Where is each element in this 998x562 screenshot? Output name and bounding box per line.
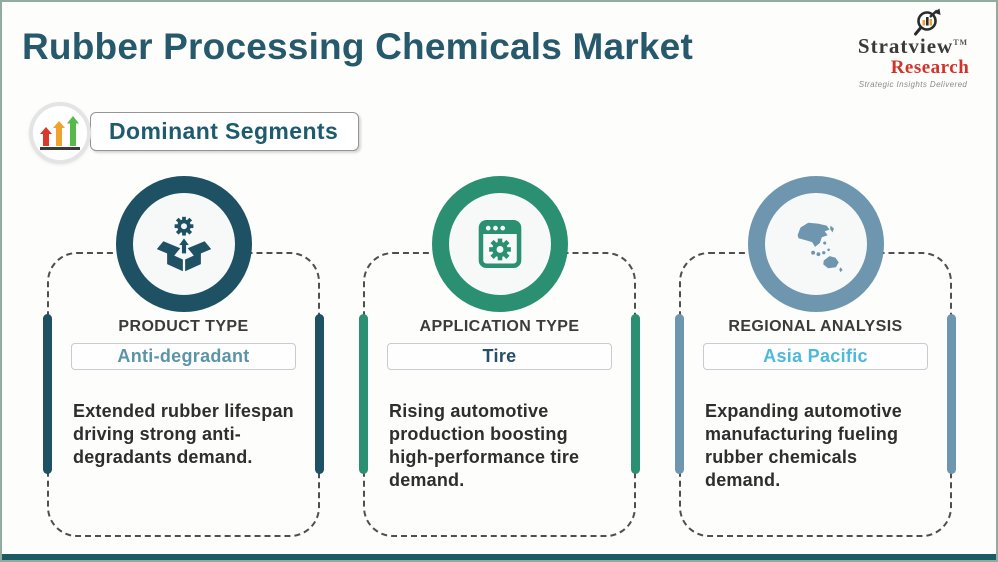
card-accent-bar [675,314,684,474]
browser-gear-icon [478,219,521,269]
card-regional-analysis: REGIONAL ANALYSIS Asia Pacific Expanding… [675,176,956,537]
logo-research: Research [890,57,970,78]
asia-pacific-map-icon [797,222,843,273]
tm-mark: TM [953,38,969,47]
card-value: Anti-degradant [117,346,250,366]
card-accent-bar [359,314,368,474]
card-heading: REGIONAL ANALYSIS [728,318,903,335]
card-application-type: APPLICATION TYPE Tire Rising automotive … [359,176,640,537]
card-accent-bar [43,314,52,474]
magnifier-chart-icon [914,8,941,36]
card-icon-ring [747,176,884,312]
card-description: Extended rubber lifespan driving strong … [73,401,294,468]
section-title: Dominant Segments [109,118,339,144]
card-icon-ring [431,176,568,312]
card-description: Rising automotive production boosting hi… [389,401,580,491]
card-heading: APPLICATION TYPE [419,318,580,335]
card-value-box: Anti-degradant [71,343,296,370]
card-description: Expanding automotive manufacturing fueli… [705,401,903,491]
logo-tagline: Strategic Insights Delivered [858,80,968,89]
card-accent-bar [631,314,640,474]
card-heading: PRODUCT TYPE [118,318,249,335]
card-value: Asia Pacific [763,346,868,366]
card-product-type: PRODUCT TYPE Anti-degradant Extended rub… [43,176,324,537]
card-accent-bar [315,314,324,474]
stratview-logo: StratviewTM Research Strategic Insights … [838,8,988,89]
section-title-box: Dominant Segments [90,112,360,151]
bottom-accent-band [2,554,996,560]
growth-arrows-badge [29,102,91,164]
card-accent-bar [947,314,956,474]
card-icon-ring [115,176,252,312]
card-value: Tire [482,346,517,366]
card-value-box: Asia Pacific [703,343,928,370]
logo-brand: StratviewTM [857,34,969,58]
open-box-gear-icon [156,216,211,272]
card-value-box: Tire [387,343,612,370]
page-title: Rubber Processing Chemicals Market [22,26,693,67]
growth-arrows-icon [40,116,80,150]
